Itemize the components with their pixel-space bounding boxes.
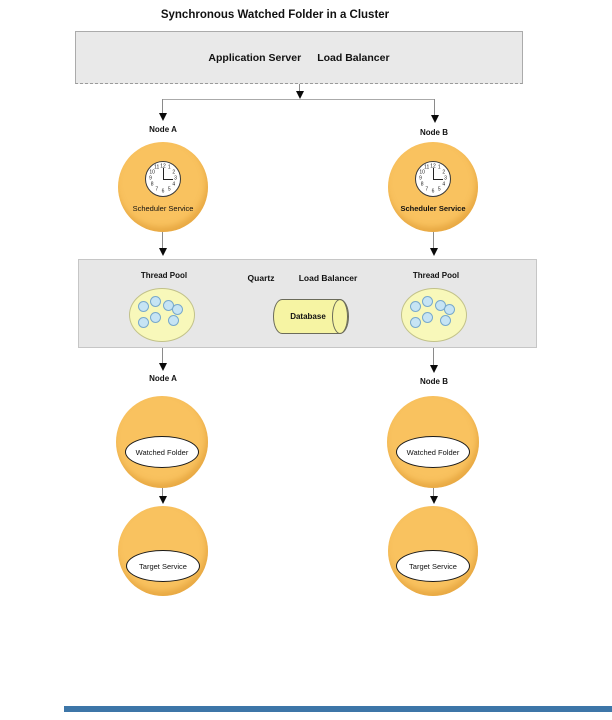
node-a-label-top: Node A xyxy=(149,125,177,134)
connector-line xyxy=(162,99,435,100)
arrowhead-icon xyxy=(158,113,167,121)
connector-line xyxy=(162,488,163,497)
clock-number: 4 xyxy=(172,181,176,188)
clock-number: 5 xyxy=(167,186,171,193)
node-b-label-mid: Node B xyxy=(420,377,448,386)
clock-number: 8 xyxy=(420,181,424,188)
thread-dot-icon xyxy=(150,312,161,323)
target-service-node-a-circle: Target Service xyxy=(118,506,208,596)
thread-dot-icon xyxy=(410,301,421,312)
thread-dot-icon xyxy=(150,296,161,307)
thread-pool-icon xyxy=(401,288,467,342)
clock-number: 10 xyxy=(419,169,425,176)
node-a-label-mid: Node A xyxy=(149,374,177,383)
connector-line xyxy=(434,99,435,115)
clock-number: 9 xyxy=(149,175,152,182)
arrowhead-icon xyxy=(429,248,438,256)
thread-dot-icon xyxy=(422,296,433,307)
clock-number: 10 xyxy=(149,169,155,176)
arrowhead-icon xyxy=(158,496,167,504)
arrowhead-icon xyxy=(158,363,167,371)
clock-hour-hand xyxy=(433,178,443,180)
connector-line xyxy=(162,348,163,364)
footer-rule xyxy=(64,706,612,712)
load-balancer-label: Load Balancer xyxy=(317,51,390,64)
thread-dot-icon xyxy=(422,312,433,323)
clock-number: 11 xyxy=(424,164,430,171)
clock-number: 7 xyxy=(425,186,429,193)
arrowhead-icon xyxy=(429,496,438,504)
thread-dot-icon xyxy=(440,315,451,326)
band-load-balancer-label: Load Balancer xyxy=(298,273,358,283)
connector-line xyxy=(433,348,434,366)
connector-line xyxy=(162,232,163,249)
clock-number: 3 xyxy=(444,175,447,182)
quartz-label: Quartz xyxy=(247,273,275,283)
clock-number: 3 xyxy=(174,175,177,182)
node-b-label-top: Node B xyxy=(420,128,448,137)
clock-number: 5 xyxy=(437,186,441,193)
clock-number: 7 xyxy=(155,186,159,193)
database-cylinder-cap xyxy=(332,299,348,334)
thread-dot-icon xyxy=(444,304,455,315)
target-service-node-b-circle: Target Service xyxy=(388,506,478,596)
clock-hour-hand xyxy=(163,178,173,180)
watched-folder-node-b-circle: Watched Folder xyxy=(387,396,479,488)
connector-line xyxy=(433,488,434,497)
connector-line xyxy=(162,99,163,113)
clock-number: 1 xyxy=(167,164,171,171)
application-server-box: Application Server Load Balancer xyxy=(75,31,523,84)
arrowhead-icon xyxy=(158,248,167,256)
clock-number: 12 xyxy=(160,163,166,169)
thread-dot-icon xyxy=(138,301,149,312)
application-server-label: Application Server xyxy=(208,51,302,64)
connector-line xyxy=(433,232,434,249)
clock-number: 2 xyxy=(442,169,446,176)
watched-folder-oval: Watched Folder xyxy=(125,436,199,468)
clock-number: 12 xyxy=(430,163,436,169)
scheduler-service-label: Scheduler Service xyxy=(132,204,194,213)
arrowhead-icon xyxy=(429,365,438,373)
clock-number: 4 xyxy=(442,181,446,188)
clock-number: 1 xyxy=(437,164,441,171)
thread-dot-icon xyxy=(410,317,421,328)
clock-minute-hand xyxy=(162,168,164,179)
clock-number: 6 xyxy=(161,188,165,194)
arrowhead-icon xyxy=(430,115,439,123)
thread-pool-label-right: Thread Pool xyxy=(412,271,460,280)
clock-number: 6 xyxy=(431,188,435,194)
scheduler-service-label: Scheduler Service xyxy=(400,204,466,213)
clock-number: 8 xyxy=(150,181,154,188)
thread-pool-icon xyxy=(129,288,195,342)
watched-folder-node-a-circle: Watched Folder xyxy=(116,396,208,488)
watched-folder-oval: Watched Folder xyxy=(396,436,470,468)
connector-line xyxy=(299,84,300,92)
thread-pool-label-left: Thread Pool xyxy=(140,271,188,280)
diagram-title: Synchronous Watched Folder in a Cluster xyxy=(160,9,390,21)
clock-minute-hand xyxy=(432,168,434,179)
clock-number: 2 xyxy=(172,169,176,176)
database-label: Database xyxy=(290,312,326,321)
clock-number: 11 xyxy=(154,164,160,171)
arrowhead-icon xyxy=(295,91,304,99)
thread-dot-icon xyxy=(168,315,179,326)
database-cylinder-icon: Database xyxy=(273,299,349,334)
thread-dot-icon xyxy=(172,304,183,315)
target-service-oval: Target Service xyxy=(396,550,470,582)
thread-dot-icon xyxy=(138,317,149,328)
quartz-band: Thread Pool Thread Pool Quartz Load Bala… xyxy=(78,259,537,348)
target-service-oval: Target Service xyxy=(126,550,200,582)
clock-number: 9 xyxy=(419,175,422,182)
